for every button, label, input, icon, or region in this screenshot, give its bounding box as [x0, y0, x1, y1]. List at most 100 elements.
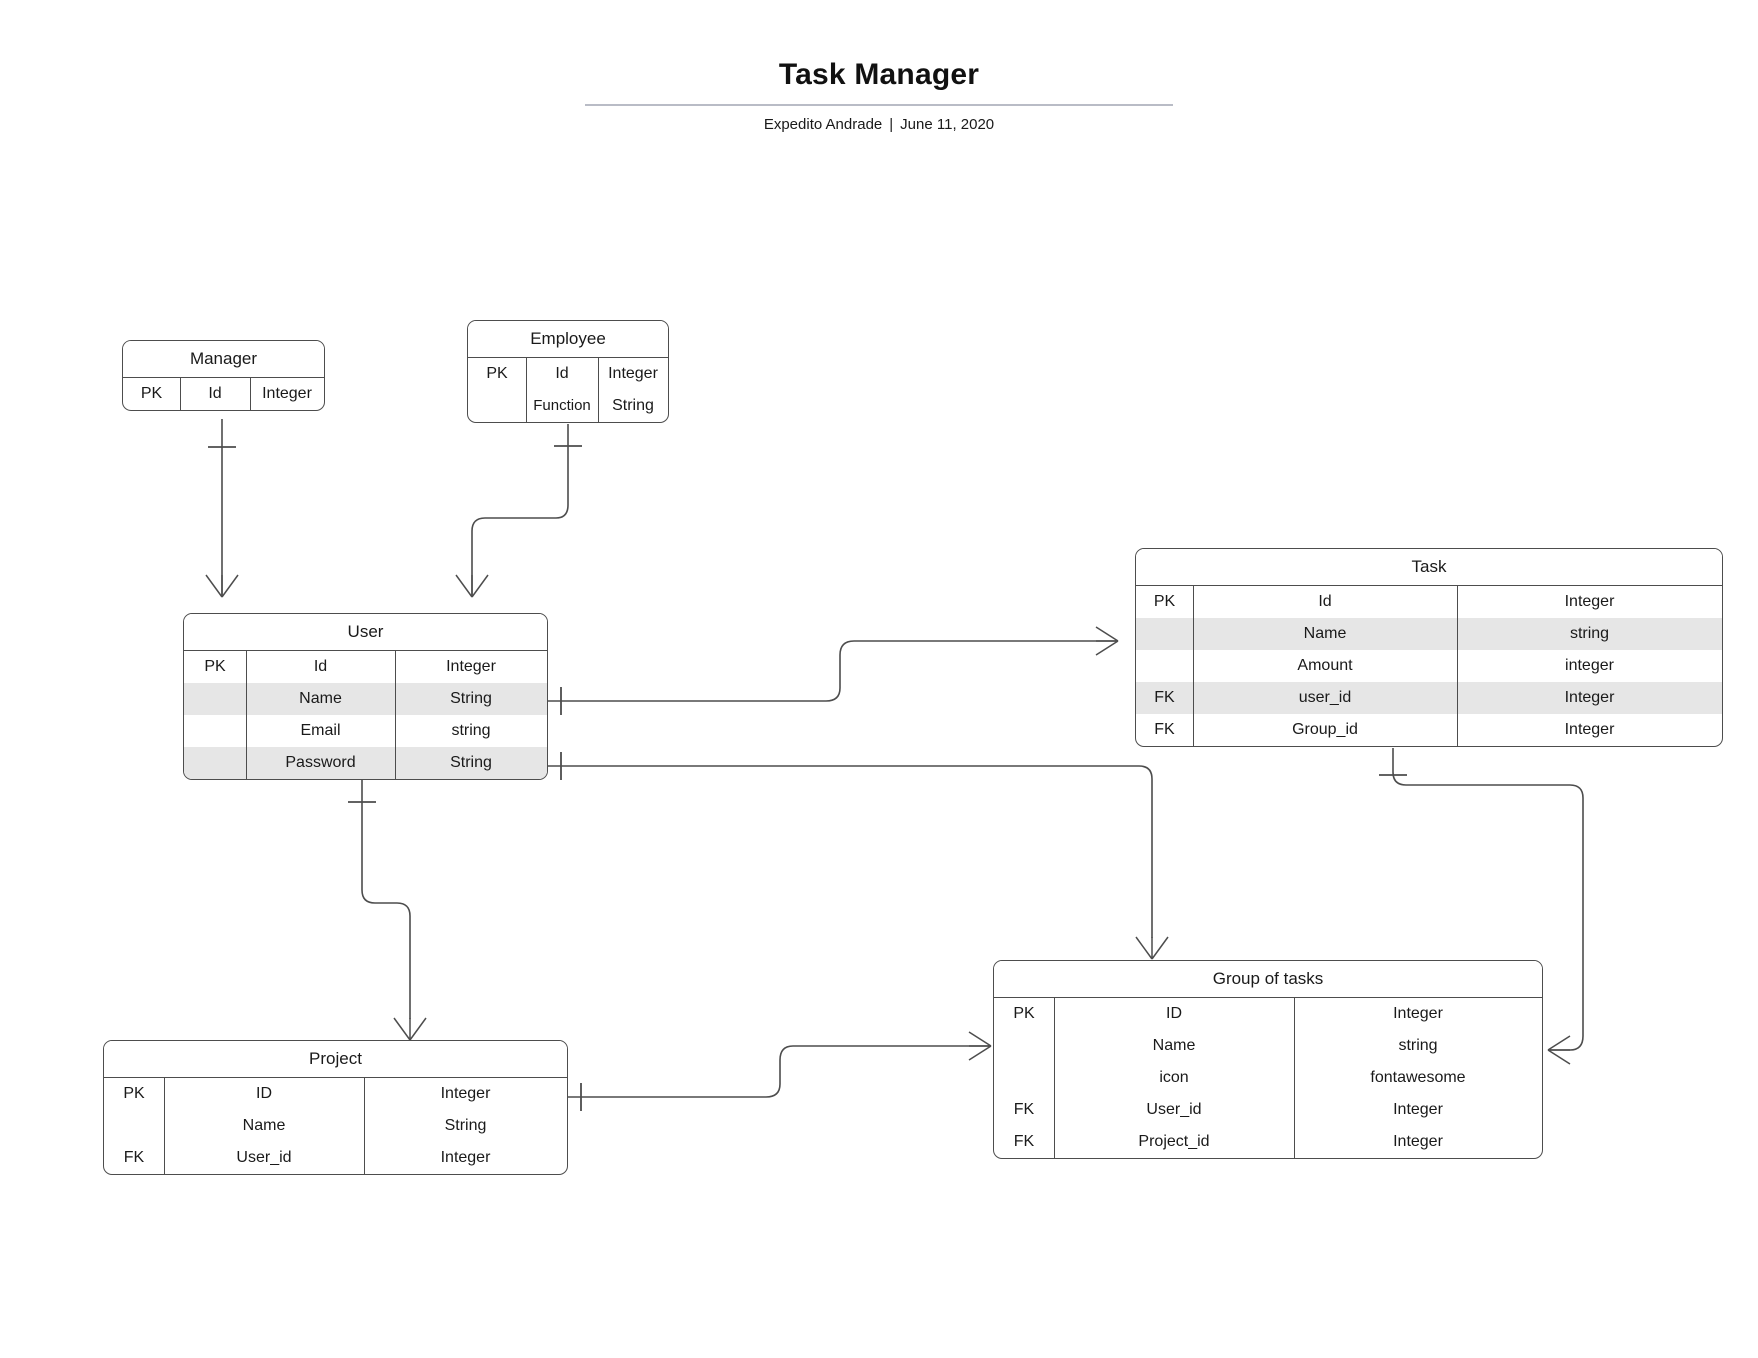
table-row[interactable]: PK ID Integer	[994, 998, 1542, 1030]
title-divider	[585, 104, 1173, 106]
entity-employee[interactable]: Employee PK Id Integer Function String	[467, 320, 669, 423]
row-type: String	[444, 1117, 487, 1134]
row-field: Id	[208, 385, 222, 402]
row-field: Name	[1303, 625, 1347, 642]
row-field: Project_id	[1138, 1133, 1210, 1150]
row-field: ID	[256, 1085, 272, 1102]
table-row[interactable]: Password String	[184, 747, 547, 779]
table-row[interactable]: FK User_id Integer	[104, 1142, 567, 1174]
entity-task[interactable]: Task PK Id Integer Name string Amount	[1135, 548, 1723, 747]
row-key: PK	[123, 1085, 145, 1102]
connector-user-project	[348, 775, 427, 1041]
entity-project[interactable]: Project PK ID Integer Name String FK Use…	[103, 1040, 568, 1175]
row-key: PK	[486, 365, 508, 382]
table-row[interactable]: Name String	[104, 1110, 567, 1142]
table-row[interactable]: FK Group_id Integer	[1136, 714, 1722, 746]
row-type: fontawesome	[1370, 1069, 1466, 1086]
entity-body-user: PK Id Integer Name String Email string P…	[184, 651, 547, 779]
row-field: Email	[300, 722, 341, 739]
row-type: Integer	[1393, 1101, 1443, 1118]
row-field: Name	[242, 1117, 286, 1134]
column-divider	[164, 1078, 165, 1174]
entity-group-of-tasks[interactable]: Group of tasks PK ID Integer Name string…	[993, 960, 1543, 1159]
column-divider	[1193, 586, 1194, 746]
column-divider	[364, 1078, 365, 1174]
table-row[interactable]: Name String	[184, 683, 547, 715]
table-row[interactable]: Name string	[994, 1030, 1542, 1062]
row-type: integer	[1565, 657, 1614, 674]
table-row[interactable]: PK ID Integer	[104, 1078, 567, 1110]
row-key: FK	[1013, 1133, 1035, 1150]
row-type: Integer	[1564, 721, 1615, 738]
row-type: Integer	[1564, 689, 1615, 706]
connector-manager-user	[205, 419, 239, 598]
column-divider	[395, 651, 396, 779]
table-row[interactable]: FK user_id Integer	[1136, 682, 1722, 714]
row-field: Amount	[1297, 657, 1353, 674]
row-field: user_id	[1298, 689, 1352, 706]
row-type: Integer	[608, 365, 658, 382]
row-field: Id	[555, 365, 569, 382]
table-row[interactable]: Name string	[1136, 618, 1722, 650]
entity-body-manager: PK Id Integer	[123, 378, 324, 410]
row-key: FK	[1154, 689, 1175, 706]
row-type: Integer	[1564, 593, 1615, 610]
row-key: FK	[1154, 721, 1175, 738]
connector-user-group	[548, 752, 1169, 960]
row-type: Integer	[1393, 1133, 1443, 1150]
row-type: Integer	[1393, 1005, 1443, 1022]
document-date: June 11, 2020	[900, 116, 995, 133]
table-row[interactable]: PK Id Integer	[123, 378, 324, 410]
row-type: Integer	[446, 658, 496, 675]
row-type: String	[450, 754, 492, 771]
row-field: Group_id	[1292, 721, 1358, 738]
row-key: PK	[1153, 593, 1176, 610]
column-divider	[180, 378, 181, 410]
table-row[interactable]: icon fontawesome	[994, 1062, 1542, 1094]
connector-user-task	[548, 626, 1119, 715]
table-row[interactable]: PK Id Integer	[468, 358, 668, 390]
row-key: PK	[1013, 1005, 1035, 1022]
column-divider	[598, 358, 599, 422]
entity-title-group-of-tasks: Group of tasks	[994, 961, 1542, 998]
row-type: string	[1398, 1037, 1438, 1054]
column-divider	[250, 378, 251, 410]
row-field: Name	[299, 690, 342, 707]
table-row[interactable]: Amount integer	[1136, 650, 1722, 682]
row-key: PK	[140, 385, 163, 402]
entity-title-project: Project	[104, 1041, 567, 1078]
table-row[interactable]: FK User_id Integer	[994, 1094, 1542, 1126]
column-divider	[1054, 998, 1055, 1158]
table-row[interactable]: Function String	[468, 390, 668, 422]
row-field: Password	[285, 754, 356, 771]
row-type: String	[450, 690, 492, 707]
entity-title-user: User	[184, 614, 547, 651]
column-divider	[1457, 586, 1458, 746]
row-key: PK	[204, 658, 226, 675]
table-row[interactable]: PK Id Integer	[1136, 586, 1722, 618]
row-field: Id	[313, 658, 328, 675]
entity-body-group-of-tasks: PK ID Integer Name string icon fontaweso…	[994, 998, 1542, 1158]
subtitle-separator: |	[889, 116, 894, 133]
row-field: User_id	[1146, 1101, 1202, 1118]
entity-manager[interactable]: Manager PK Id Integer	[122, 340, 325, 411]
row-field: Id	[1318, 593, 1332, 610]
row-type: Integer	[262, 385, 312, 402]
row-field: icon	[1159, 1069, 1189, 1086]
entity-user[interactable]: User PK Id Integer Name String Email s	[183, 613, 548, 780]
entity-body-task: PK Id Integer Name string Amount integer…	[1136, 586, 1722, 746]
column-divider	[526, 358, 527, 422]
row-type: Integer	[440, 1085, 491, 1102]
row-key: FK	[123, 1149, 145, 1166]
row-type: string	[451, 722, 491, 739]
entity-title-employee: Employee	[468, 321, 668, 358]
table-row[interactable]: Email string	[184, 715, 547, 747]
table-row[interactable]: PK Id Integer	[184, 651, 547, 683]
row-field: User_id	[236, 1149, 292, 1166]
row-type: String	[612, 397, 654, 414]
row-field: Function	[533, 397, 591, 414]
table-row[interactable]: FK Project_id Integer	[994, 1126, 1542, 1158]
page-title: Task Manager	[778, 58, 980, 91]
entity-body-employee: PK Id Integer Function String	[468, 358, 668, 422]
